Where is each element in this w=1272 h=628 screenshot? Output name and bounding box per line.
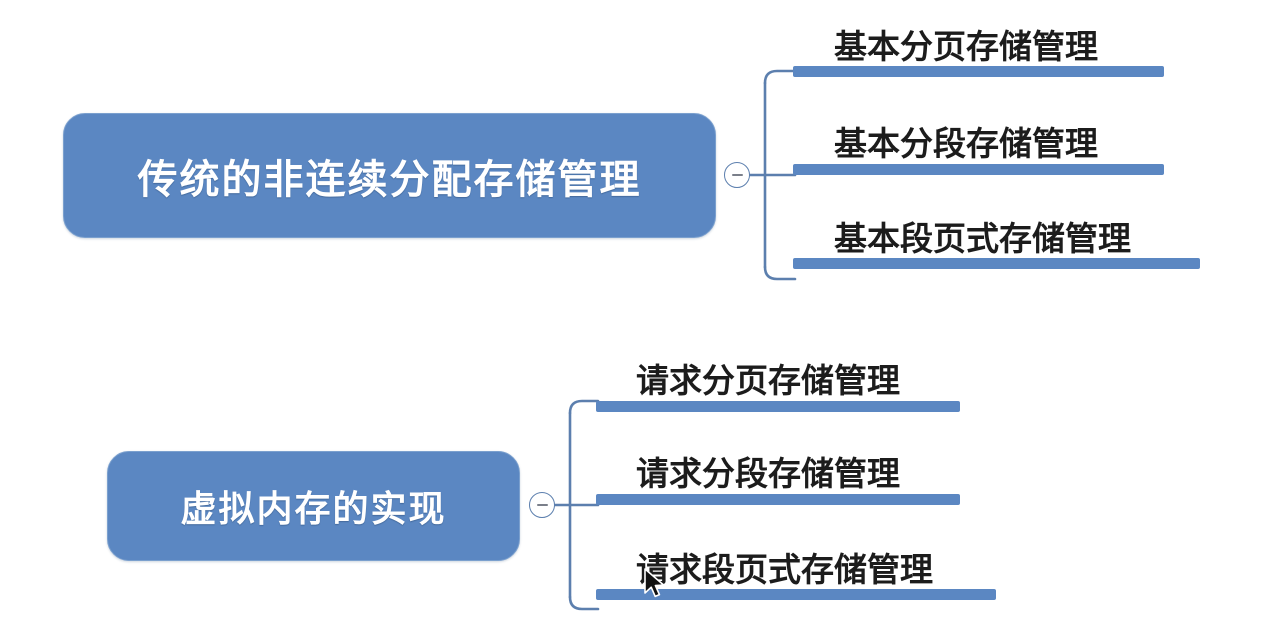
branch-label-basic-segmentation[interactable]: 基本分段存储管理 bbox=[834, 124, 1098, 163]
branch-bar-demand-paging[interactable] bbox=[596, 401, 960, 412]
root-node-virtual-memory-implementation[interactable]: 虚拟内存的实现 bbox=[107, 451, 520, 561]
branch-label-demand-paging[interactable]: 请求分页存储管理 bbox=[636, 361, 900, 400]
root-node-traditional-memory-management[interactable]: 传统的非连续分配存储管理 bbox=[63, 113, 716, 238]
branch-bar-demand-segmented-paging[interactable] bbox=[596, 589, 996, 600]
branch-bar-demand-segmentation[interactable] bbox=[596, 494, 960, 505]
branch-label-demand-segmentation[interactable]: 请求分段存储管理 bbox=[636, 454, 900, 493]
minus-circle-icon-virtual[interactable] bbox=[529, 492, 555, 518]
branch-label-demand-segmented-paging[interactable]: 请求段页式存储管理 bbox=[636, 550, 933, 589]
branch-bar-basic-segmented-paging[interactable] bbox=[793, 258, 1200, 269]
root-node-label: 传统的非连续分配存储管理 bbox=[137, 156, 642, 203]
root-node-label: 虚拟内存的实现 bbox=[180, 489, 447, 530]
minus-glyph bbox=[731, 174, 743, 176]
branch-label-basic-segmented-paging[interactable]: 基本段页式存储管理 bbox=[834, 219, 1131, 258]
branch-label-basic-paging[interactable]: 基本分页存储管理 bbox=[834, 27, 1098, 66]
minus-circle-icon-traditional[interactable] bbox=[724, 162, 750, 188]
branch-bar-basic-segmentation[interactable] bbox=[793, 164, 1164, 175]
minus-glyph bbox=[536, 504, 548, 506]
branch-bar-basic-paging[interactable] bbox=[793, 66, 1164, 77]
